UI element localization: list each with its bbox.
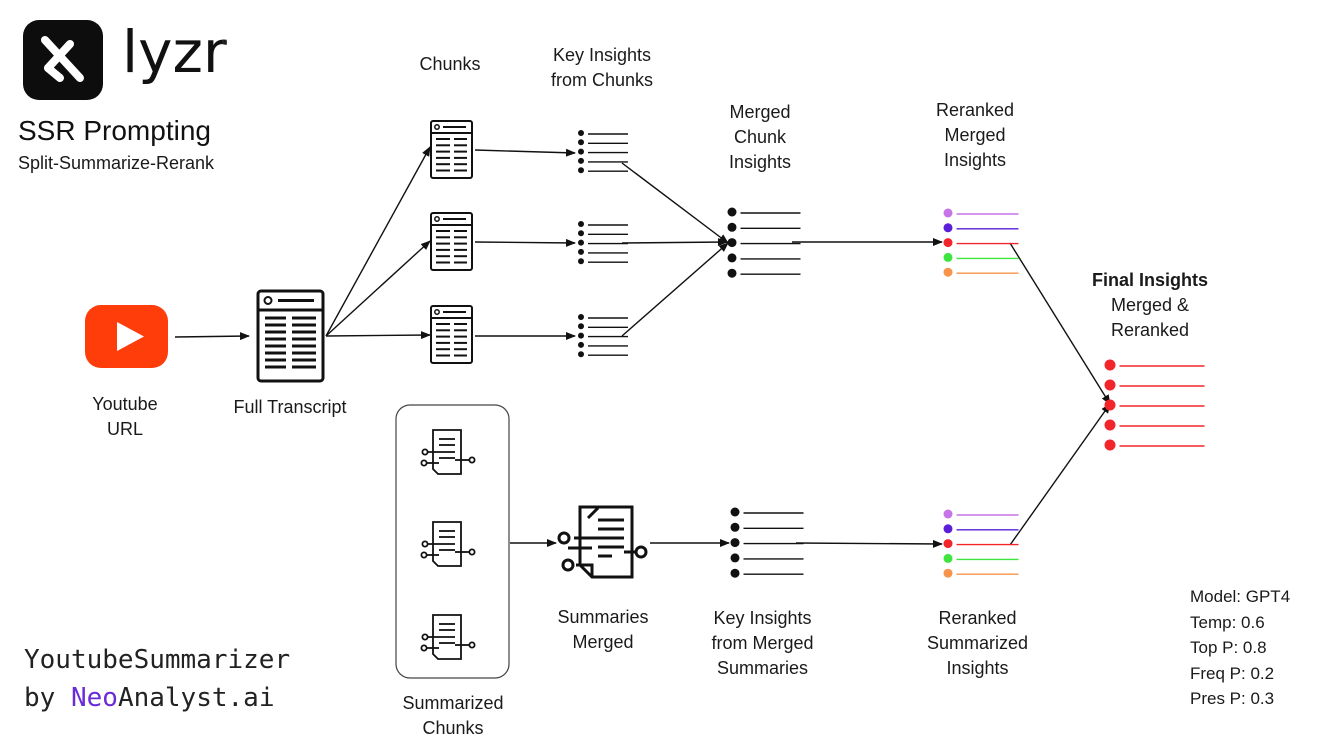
label-final-insights-title: Final Insights <box>1091 270 1208 290</box>
bullet-list-icon <box>730 507 804 578</box>
bullet-dot <box>578 314 584 320</box>
summary-document-icon <box>420 521 476 567</box>
flow-arrows <box>174 146 1111 548</box>
credit-highlight: Neo <box>70 683 118 713</box>
summarized-chunk-documents <box>420 429 476 660</box>
full-transcript-document-icon <box>256 289 325 383</box>
chunk-documents <box>430 120 473 364</box>
bullet-dot <box>943 252 953 262</box>
credit-by: by <box>24 683 71 713</box>
summaries-merged-icon <box>557 505 648 579</box>
bullet-dot <box>578 332 584 339</box>
chunk-document-icon <box>430 305 473 364</box>
bullet-dot <box>727 222 737 232</box>
bullet-list-icon <box>943 208 1019 277</box>
bullet-dot <box>578 341 584 348</box>
bullet-dot <box>943 524 953 534</box>
bullet-dot <box>943 553 953 563</box>
label-summarized-chunks: Summarized Chunks <box>402 693 504 738</box>
bullet-dot <box>1104 419 1116 431</box>
bullet-dot <box>578 258 584 265</box>
bullet-dot <box>578 248 584 255</box>
model-parameters: Model: GPT4 Temp: 0.6 Top P: 0.8 Freq P:… <box>1190 584 1290 712</box>
bullet-list-icon <box>578 221 628 265</box>
bullet-dot <box>578 157 584 164</box>
bullet-dot <box>1104 359 1116 371</box>
bullet-dot <box>578 148 584 155</box>
bullet-dot <box>1104 399 1116 411</box>
bullet-dot <box>727 253 737 263</box>
bullet-dot <box>943 568 953 578</box>
label-key-insights-merged-summaries: Key Insights from Merged Summaries <box>711 608 814 678</box>
bullet-dot <box>730 507 740 517</box>
page-subtitle: Split-Summarize-Rerank <box>18 153 215 173</box>
bullet-list-icon <box>727 207 801 278</box>
bullet-dot <box>943 238 953 248</box>
bullet-dot <box>578 167 584 174</box>
label-chunks: Chunks <box>419 54 481 74</box>
bullet-dot <box>730 568 740 578</box>
brand-name: lyzr <box>122 18 227 86</box>
credit-rest: Analyst.ai <box>117 683 275 713</box>
page-title: SSR Prompting <box>18 115 211 146</box>
label-merged-chunk-insights: Merged Chunk Insights <box>728 102 792 172</box>
bullet-dot <box>730 522 740 532</box>
bullet-lists <box>578 130 1205 578</box>
label-summaries-merged: Summaries Merged <box>557 607 649 652</box>
bullet-dot <box>943 267 953 277</box>
bullet-dot <box>727 207 737 217</box>
summary-document-icon <box>420 429 476 475</box>
label-reranked-merged-insights: Reranked Merged Insights <box>935 100 1015 170</box>
bullet-dot <box>943 208 953 218</box>
bullet-dot <box>578 139 584 146</box>
bullet-dot <box>578 221 584 227</box>
bullet-dot <box>943 223 953 233</box>
bullet-list-icon <box>578 314 628 358</box>
lyzr-logo-icon <box>23 20 103 100</box>
param-temp: Temp: 0.6 <box>1190 612 1265 632</box>
label-final-insights-sub: Merged & Reranked <box>1110 295 1190 340</box>
credit-app-name: YoutubeSummarizer <box>24 645 291 675</box>
param-freq-p: Freq P: 0.2 <box>1190 663 1275 683</box>
label-reranked-summarized-insights: Reranked Summarized Insights <box>926 608 1029 678</box>
bullet-dot <box>943 539 953 549</box>
youtube-play-icon <box>85 305 168 368</box>
bullet-list-icon <box>578 130 628 174</box>
bullet-dot <box>730 553 740 563</box>
bullet-dot <box>730 538 740 548</box>
bullet-dot <box>578 230 584 237</box>
param-pres-p: Pres P: 0.3 <box>1190 689 1275 708</box>
summary-document-icon <box>420 614 476 660</box>
bullet-list-icon <box>943 509 1019 578</box>
bullet-dot <box>578 323 584 330</box>
label-youtube-url: Youtube URL <box>92 394 158 439</box>
chunk-document-icon <box>430 212 473 271</box>
bullet-dot <box>727 268 737 278</box>
brand-registered-mark: ® <box>222 40 228 47</box>
bullet-dot <box>727 238 737 248</box>
label-full-transcript: Full Transcript <box>233 397 347 417</box>
bullet-dot <box>578 351 584 358</box>
bullet-dot <box>943 509 953 519</box>
chunk-document-icon <box>430 120 473 179</box>
bullet-list-icon <box>1104 359 1205 451</box>
label-key-insights-chunks: Key Insights from Chunks <box>550 45 654 90</box>
bullet-dot <box>578 239 584 246</box>
summarized-chunks-box <box>395 404 510 679</box>
bullet-dot <box>1104 379 1116 391</box>
param-model: Model: GPT4 <box>1190 587 1291 606</box>
credit-byline: by NeoAnalyst.ai <box>24 683 274 713</box>
bullet-dot <box>1104 439 1116 451</box>
param-top-p: Top P: 0.8 <box>1190 638 1267 657</box>
bullet-dot <box>578 130 584 136</box>
